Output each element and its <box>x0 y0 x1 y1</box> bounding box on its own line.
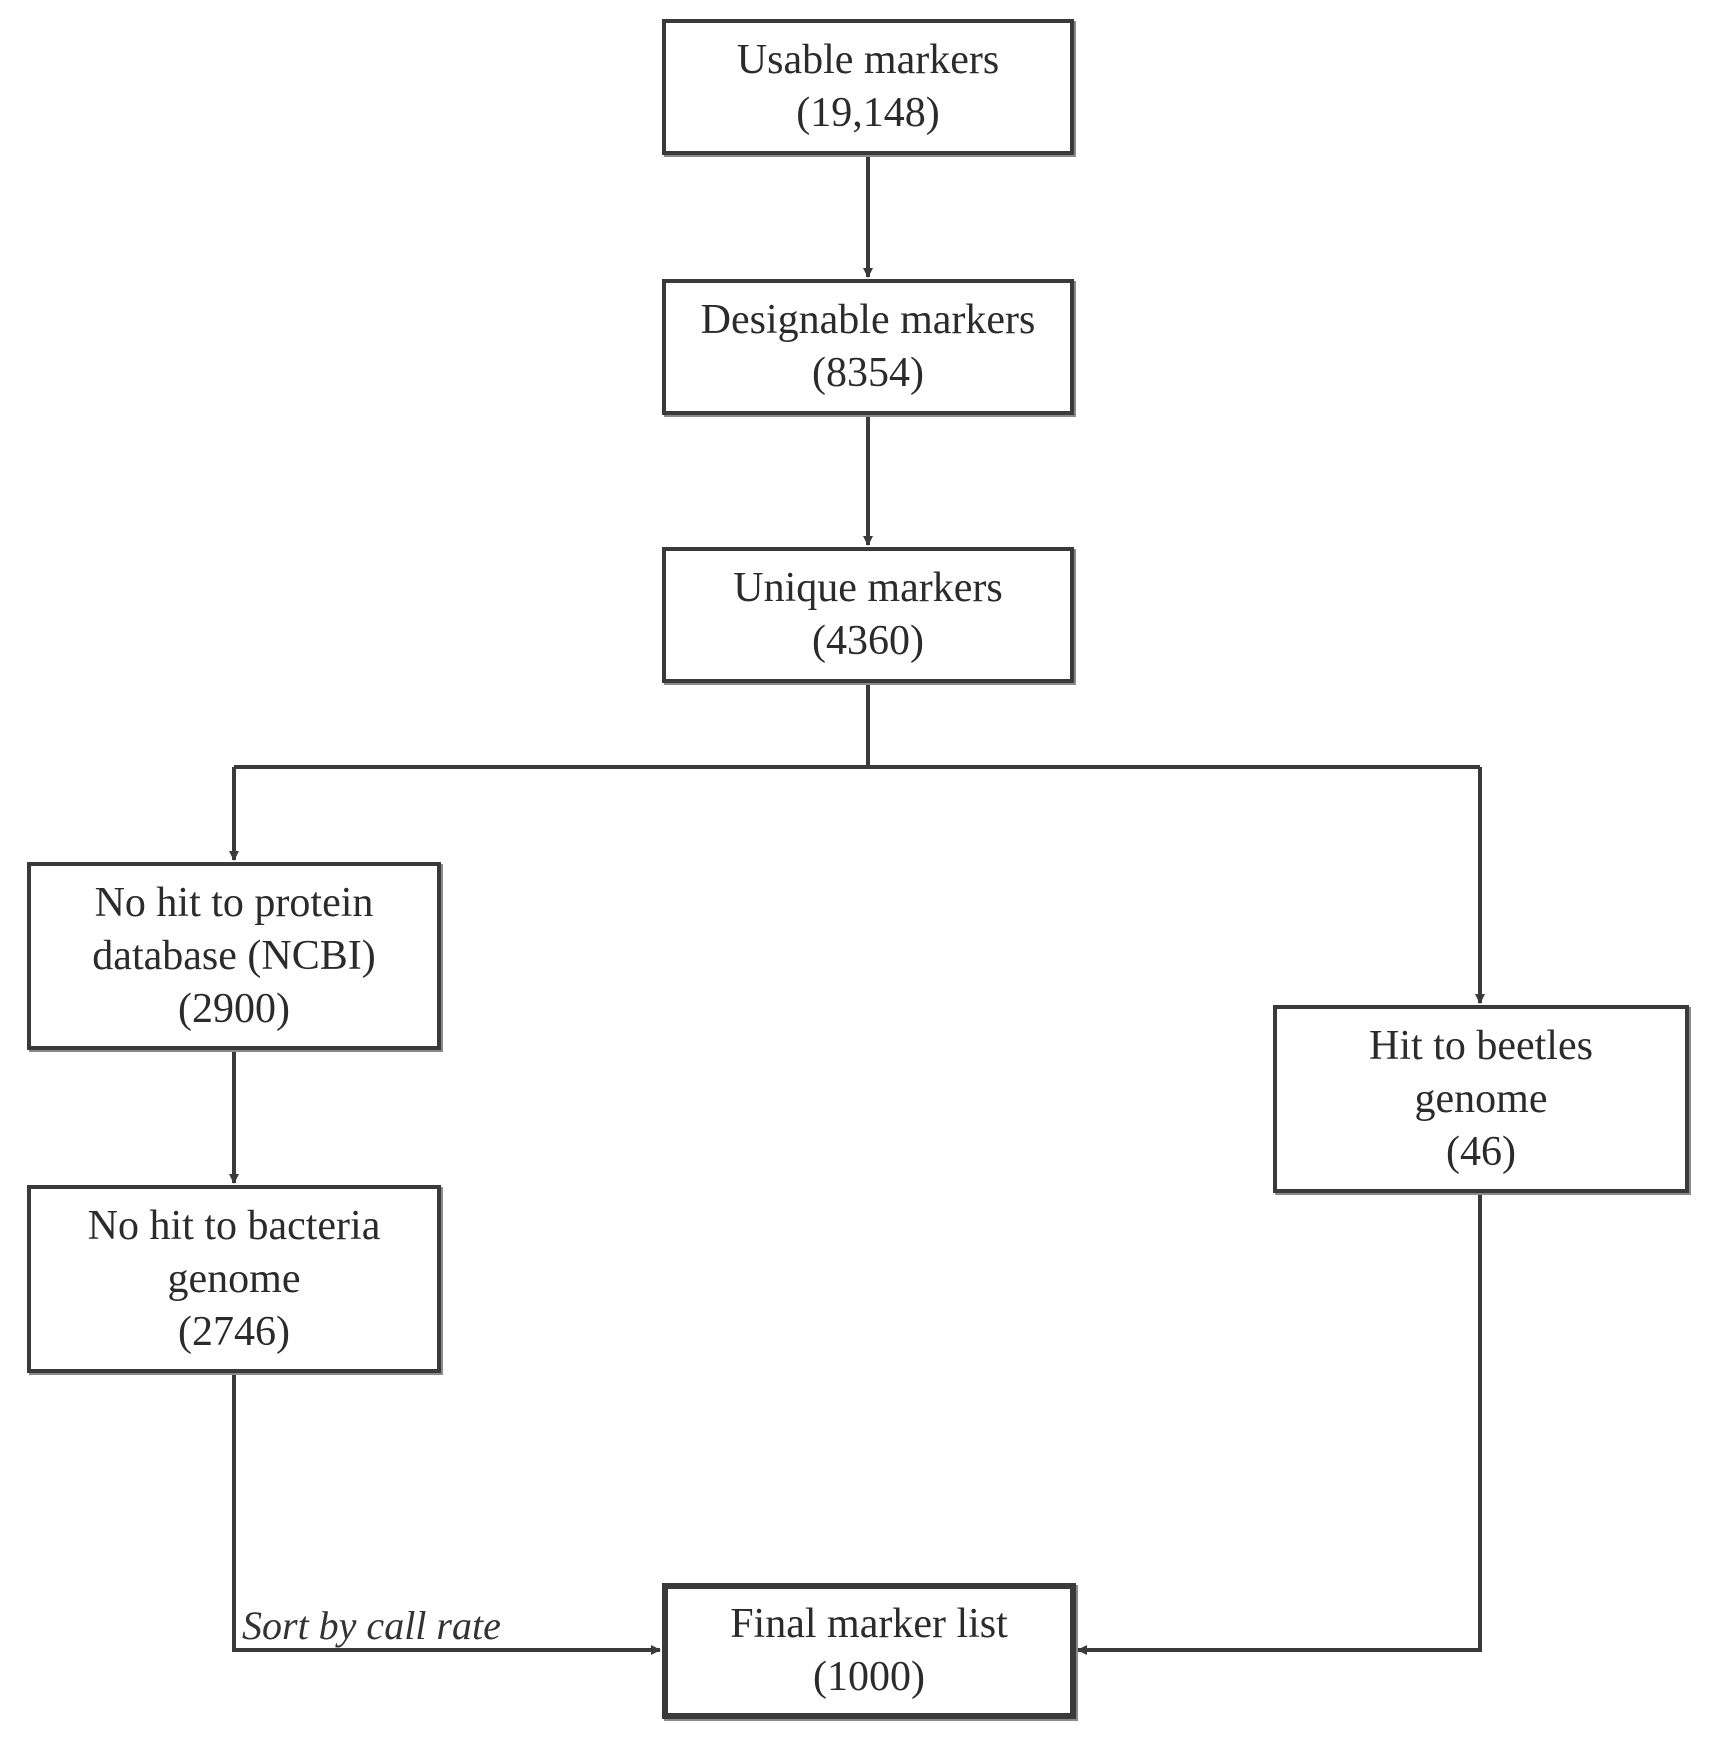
node-unique-markers: Unique markers (4360) <box>662 547 1074 683</box>
node-label: Hit to beetles <box>1369 1022 1593 1069</box>
node-label: No hit to bacteria <box>87 1202 381 1249</box>
node-count: (19,148) <box>796 90 940 136</box>
arrow-beetles-to-final <box>1077 1193 1482 1655</box>
node-usable-markers: Usable markers (19,148) <box>662 19 1074 155</box>
node-label: Designable markers <box>700 297 1036 343</box>
node-count: (4360) <box>812 618 924 664</box>
node-label: Final marker list <box>730 1601 1008 1647</box>
node-count: (1000) <box>813 1654 925 1700</box>
node-hit-beetles-genome: Hit to beetles genome (46) <box>1273 1005 1689 1193</box>
node-label: No hit to protein <box>94 879 374 926</box>
node-count: (8354) <box>812 350 924 396</box>
node-count: (2746) <box>178 1308 290 1355</box>
node-no-hit-bacteria-genome: No hit to bacteria genome (2746) <box>27 1185 441 1373</box>
node-label: genome <box>167 1255 301 1302</box>
edge-label-sort-by-call-rate: Sort by call rate <box>242 1603 501 1648</box>
arrow-no-bacteria-to-final <box>232 1373 661 1655</box>
node-final-marker-list: Final marker list (1000) <box>662 1583 1076 1719</box>
node-count: (46) <box>1446 1128 1516 1175</box>
node-label: Unique markers <box>733 565 1003 611</box>
node-label: database (NCBI) <box>92 932 376 979</box>
node-label: Usable markers <box>736 37 1000 83</box>
node-no-hit-protein-database: No hit to protein database (NCBI) (2900) <box>27 862 441 1050</box>
node-label: genome <box>1414 1075 1548 1122</box>
node-count: (2900) <box>178 985 290 1032</box>
node-designable-markers: Designable markers (8354) <box>662 279 1074 415</box>
